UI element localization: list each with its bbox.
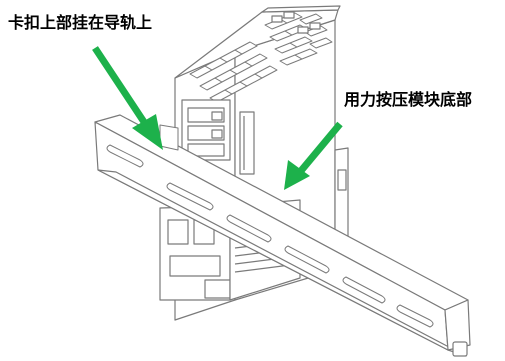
arrow-down-right-icon — [92, 46, 163, 150]
front-connector — [181, 99, 231, 161]
din-rail — [94, 114, 471, 357]
rail-slot — [106, 144, 434, 328]
side-window — [239, 111, 255, 175]
vent-grid — [189, 12, 333, 103]
arrow-down-left-icon — [284, 121, 343, 190]
callout-press-bottom: 用力按压模块底部 — [344, 90, 473, 109]
callout-hook-rail: 卡扣上部挂在导轨上 — [8, 13, 153, 32]
